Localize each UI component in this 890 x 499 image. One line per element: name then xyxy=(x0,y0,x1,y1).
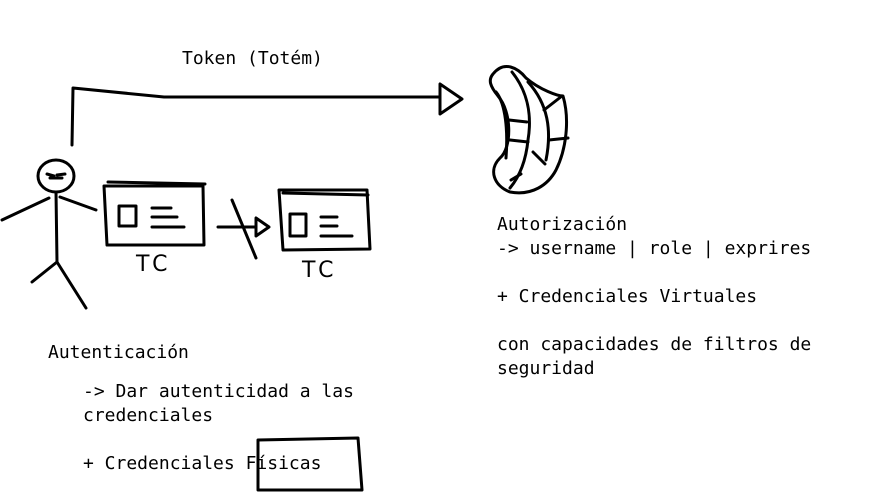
card-1-icon xyxy=(102,180,207,247)
card-label-2: TC xyxy=(302,258,338,283)
credenciales-prefix: + Credenciales xyxy=(83,453,246,474)
token-arrowhead xyxy=(438,82,464,116)
token-label: Token (Totém) xyxy=(182,48,323,69)
autorizacion-fields: -> username | role | exprires xyxy=(497,238,812,259)
autenticacion-desc-line1: -> Dar autenticidad a las xyxy=(83,381,354,402)
autorizacion-title: Autorización xyxy=(497,214,628,235)
autenticacion-credenciales: + Credenciales Físicas xyxy=(83,452,321,476)
credenciales-boxed: Físicas xyxy=(245,453,322,474)
autenticacion-desc-line2: credenciales xyxy=(83,405,214,426)
no-transfer-arrow xyxy=(216,198,271,260)
person-icon xyxy=(0,158,98,310)
autenticacion-title: Autenticación xyxy=(48,342,189,363)
autorizacion-credenciales: + Credenciales Virtuales xyxy=(497,286,758,307)
card-2-icon xyxy=(277,188,372,252)
token-arrow-line xyxy=(70,86,442,147)
fisicas-box xyxy=(256,436,364,492)
card-label-1: TC xyxy=(136,252,172,277)
totem-icon xyxy=(488,64,570,195)
autorizacion-filtros-line2: seguridad xyxy=(497,358,595,379)
autorizacion-filtros-line1: con capacidades de filtros de xyxy=(497,334,812,355)
